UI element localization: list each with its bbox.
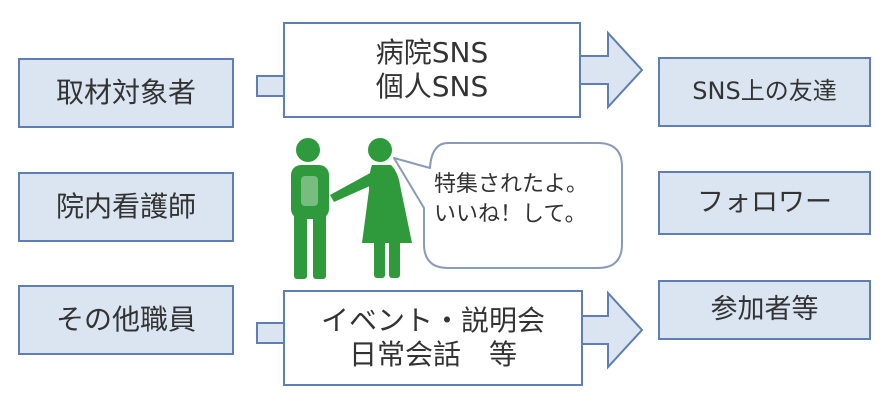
channel-sns-line-1: 病院SNS xyxy=(375,35,489,69)
speech-bubble-line-2: いいね！して。 xyxy=(434,201,587,227)
source-box-other-staff-label: その他職員 xyxy=(55,302,196,336)
arrow-bottom-to-right-icon xyxy=(579,290,644,370)
channel-sns-line-2: 個人SNS xyxy=(375,70,489,103)
audience-box-followers: フォロワー xyxy=(658,171,871,235)
channel-events-line-2: 日常会話 等 xyxy=(348,338,517,371)
people-talking-icon xyxy=(291,138,412,279)
audience-box-sns-friends: SNS上の友達 xyxy=(658,57,871,127)
source-box-nurses: 院内看護師 xyxy=(18,172,234,242)
speech-bubble-icon xyxy=(393,142,623,269)
source-box-other-staff: その他職員 xyxy=(18,285,234,355)
speech-bubble-text: 特集されたよ。 いいね！して。 xyxy=(434,170,614,229)
source-box-interviewee-label: 取材対象者 xyxy=(55,75,196,109)
audience-box-sns-friends-label: SNS上の友達 xyxy=(692,77,837,106)
arrow-top-to-right-icon xyxy=(579,30,644,110)
source-box-interviewee: 取材対象者 xyxy=(18,58,234,128)
audience-box-followers-label: フォロワー xyxy=(697,186,832,218)
channel-events-line-1: イベント・説明会 xyxy=(320,303,545,337)
channel-box-events: イベント・説明会 日常会話 等 xyxy=(283,290,583,386)
audience-box-participants: 参加者等 xyxy=(658,280,871,340)
speech-bubble-line-1: 特集されたよ。 xyxy=(434,172,589,197)
audience-box-participants-label: 参加者等 xyxy=(710,293,819,325)
channel-box-sns: 病院SNS 個人SNS xyxy=(283,22,581,118)
source-box-nurses-label: 院内看護師 xyxy=(55,189,196,223)
